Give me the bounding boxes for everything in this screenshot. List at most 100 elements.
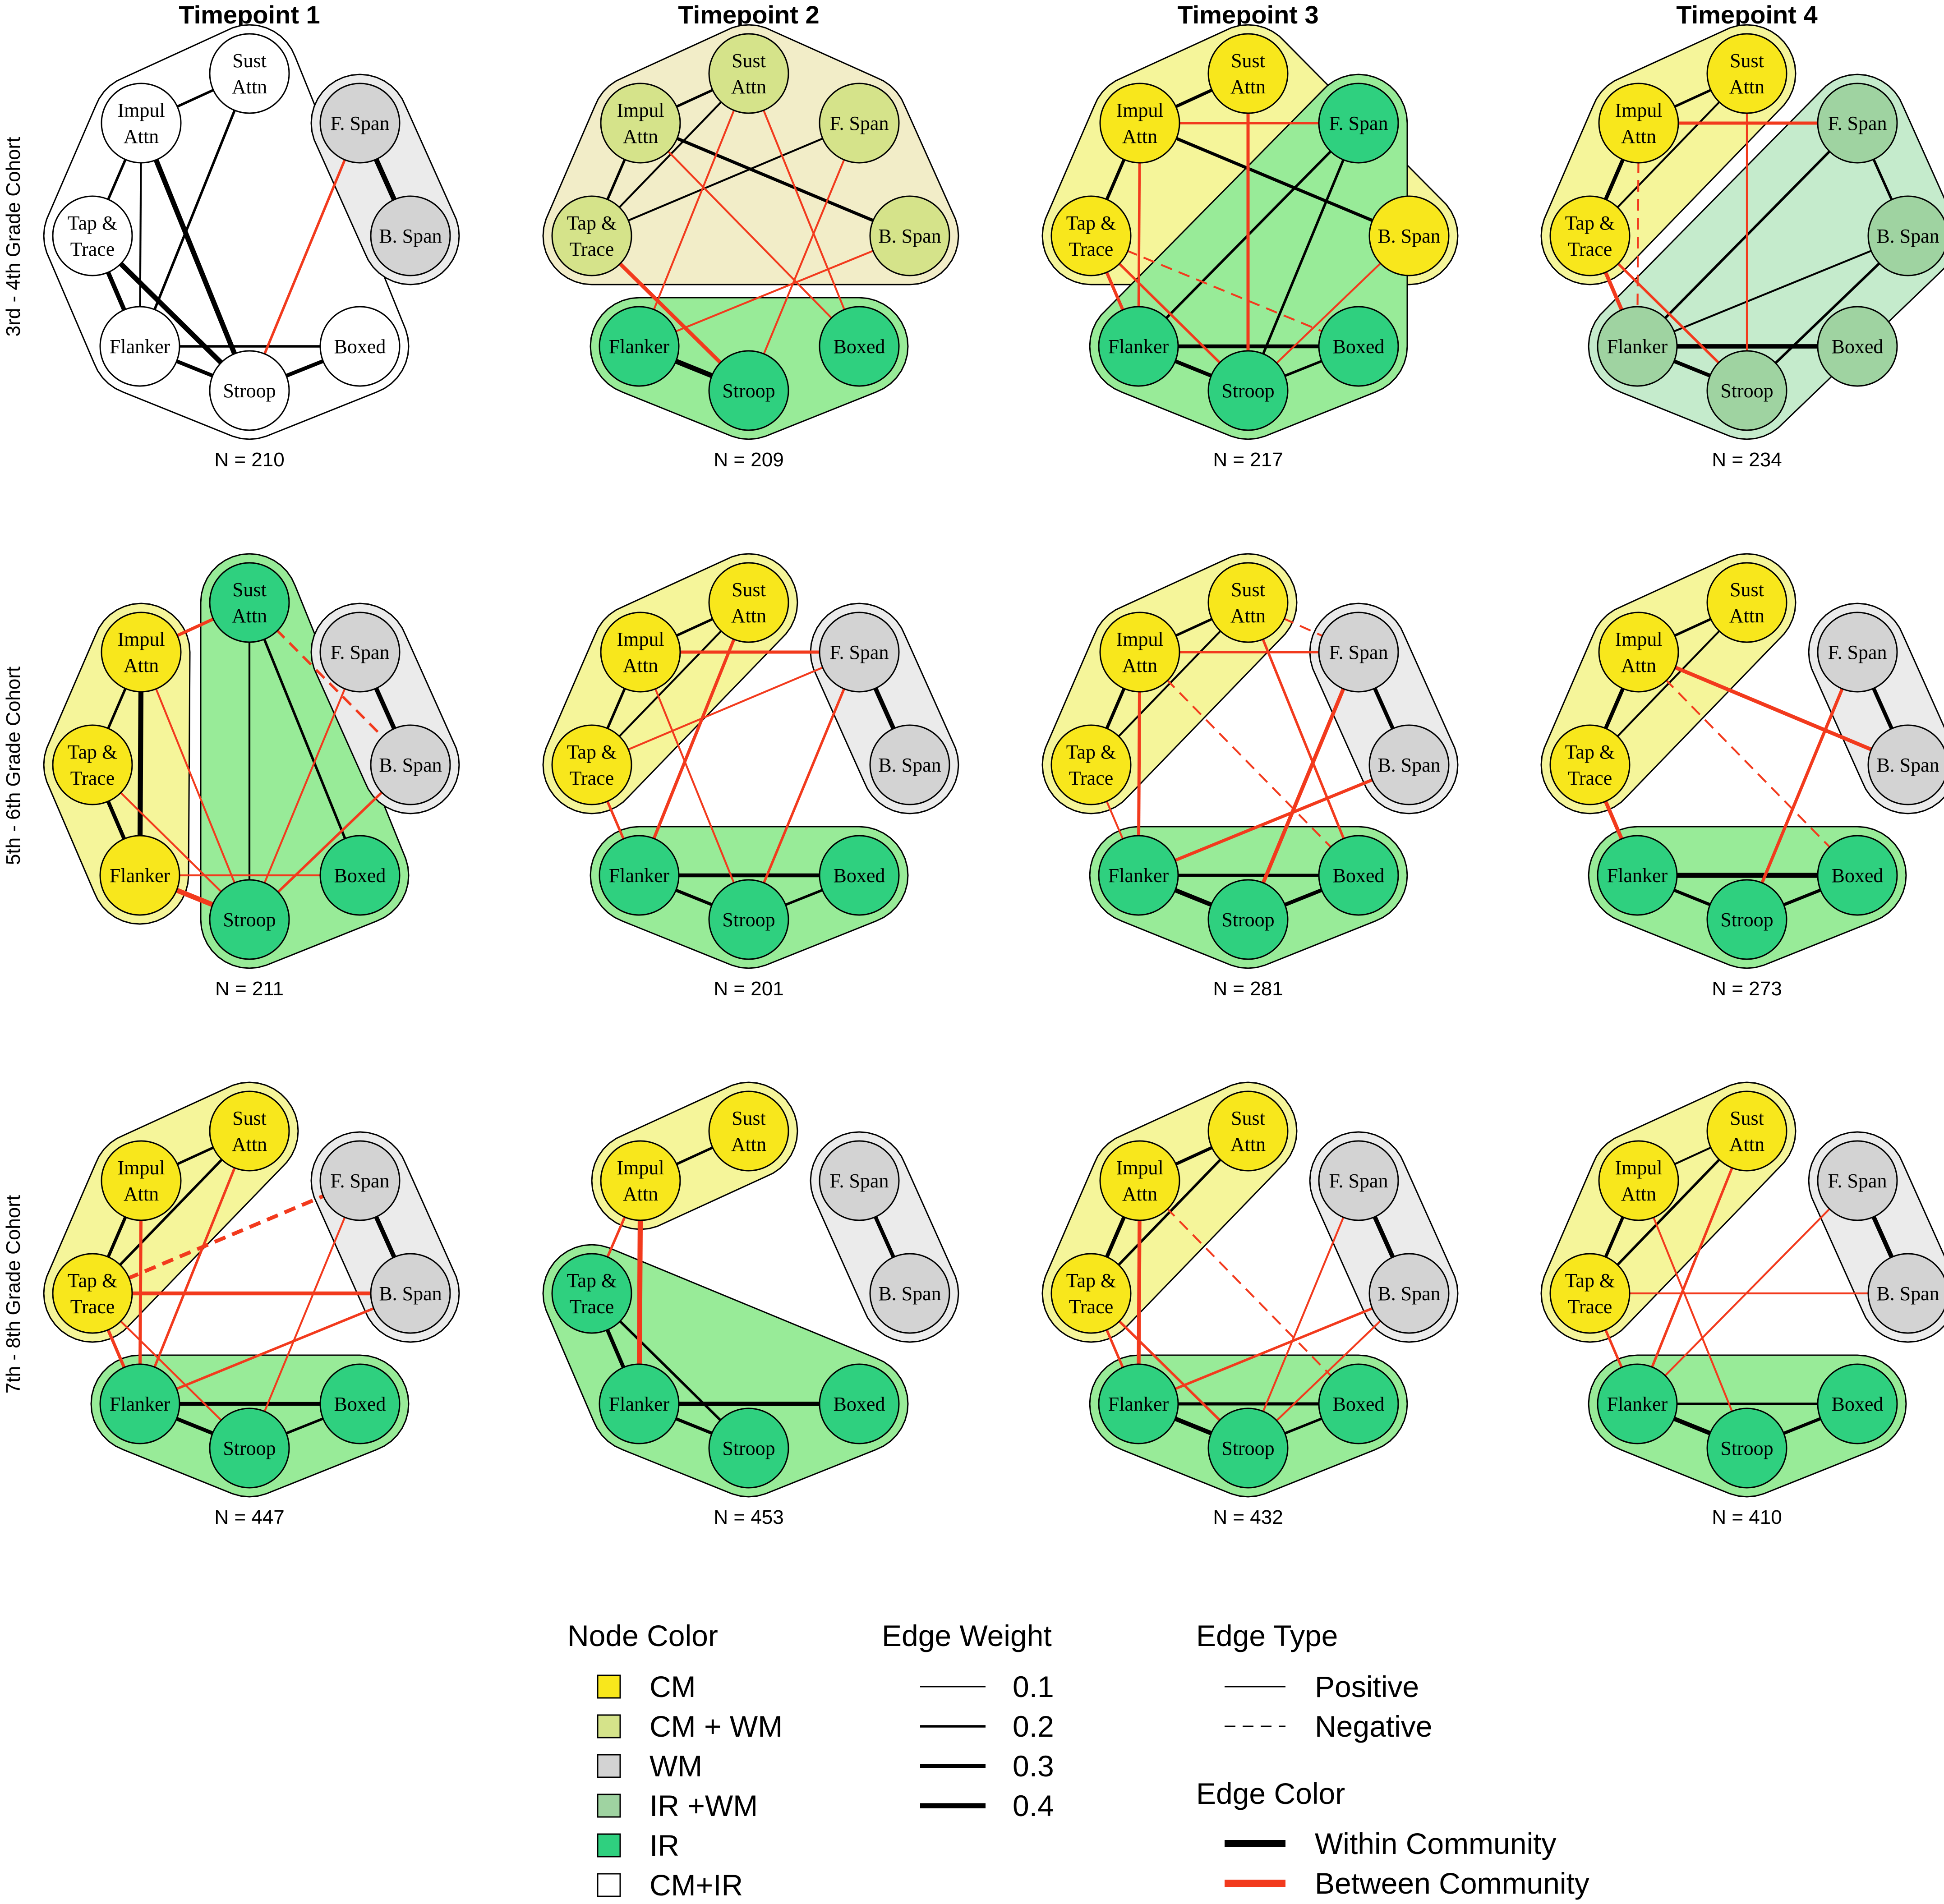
node-label: Trace: [1069, 238, 1114, 260]
node-fspan: [1318, 83, 1399, 164]
sample-size-label: N = 234: [1712, 449, 1782, 471]
node-label: Attn: [124, 1183, 159, 1205]
row-label-7th-8th: 7th - 8th Grade Cohort: [2, 1195, 24, 1394]
network-edge: [1638, 650, 1909, 767]
node-label: Flanker: [1607, 865, 1668, 887]
node-label: F. Span: [1329, 112, 1388, 134]
node-label: Boxed: [1832, 336, 1884, 358]
node-label: Attn: [124, 654, 159, 676]
node-label: F. Span: [1828, 641, 1887, 663]
node-label: Sust: [732, 1107, 766, 1129]
node-bspan: [1368, 1253, 1450, 1334]
legend-label: 0.2: [1013, 1710, 1054, 1743]
node-tap: [1050, 195, 1132, 276]
node-label: Attn: [1729, 1133, 1764, 1155]
network-edge: [1636, 1130, 1748, 1405]
node-label: Sust: [1231, 579, 1265, 601]
network-edge: [248, 122, 361, 391]
node-label: Flanker: [609, 336, 670, 358]
node-label: Stroop: [1221, 380, 1274, 402]
node-label: Stroop: [223, 380, 276, 402]
network-edge: [1638, 1180, 1748, 1449]
node-label: F. Span: [1329, 1170, 1388, 1192]
node-label: Stroop: [1221, 909, 1274, 931]
node-label: Attn: [1621, 1183, 1656, 1205]
node-label: B. Span: [379, 1283, 442, 1305]
node-bspan: [370, 724, 451, 805]
node-bspan: [1368, 724, 1450, 805]
node-label: Trace: [1069, 1296, 1114, 1318]
node-label: Attn: [731, 1133, 766, 1155]
legend-swatch: [597, 1714, 621, 1738]
node-impul: [101, 83, 182, 164]
node-flanker: [599, 306, 680, 387]
node-tap: [52, 1253, 133, 1334]
node-impul: [101, 612, 182, 693]
node-boxed: [1318, 835, 1399, 916]
legend-label: Negative: [1315, 1710, 1433, 1743]
node-sust: [209, 1090, 290, 1172]
node-fspan: [319, 83, 401, 164]
node-impul: [600, 1140, 681, 1221]
node-fspan: [819, 1140, 900, 1221]
node-label: Boxed: [1832, 865, 1884, 887]
node-label: Boxed: [334, 865, 386, 887]
node-label: Flanker: [110, 865, 170, 887]
node-label: F. Span: [830, 112, 889, 134]
network-edge: [1138, 1292, 1410, 1405]
node-label: Sust: [732, 579, 766, 601]
node-sust: [1207, 562, 1289, 643]
node-label: B. Span: [1876, 754, 1939, 776]
node-label: Attn: [623, 654, 658, 676]
node-fspan: [1318, 612, 1399, 693]
node-label: Trace: [570, 767, 614, 789]
legend-swatch: [597, 1794, 621, 1818]
network-edge: [1745, 651, 1859, 920]
node-label: B. Span: [1377, 1283, 1440, 1305]
node-label: F. Span: [830, 641, 889, 663]
node-label: Sust: [732, 50, 766, 72]
network-edge: [139, 1292, 411, 1405]
network-edge: [748, 73, 860, 347]
node-label: Attn: [623, 125, 658, 147]
node-label: Stroop: [722, 1437, 775, 1459]
node-label: B. Span: [1876, 1283, 1939, 1305]
node-label: Trace: [70, 1296, 115, 1318]
node-label: B. Span: [1377, 225, 1440, 247]
node-flanker: [1597, 1363, 1678, 1444]
network-edge: [1139, 651, 1359, 876]
legend-label: CM+IR: [650, 1868, 743, 1902]
legend-label: Within Community: [1315, 1827, 1556, 1860]
node-label: Attn: [1230, 605, 1266, 627]
node-boxed: [1318, 306, 1399, 387]
node-label: Trace: [1568, 767, 1612, 789]
node-label: F. Span: [1828, 112, 1887, 134]
node-label: F. Span: [331, 641, 390, 663]
node-boxed: [819, 835, 900, 916]
node-label: Trace: [1069, 767, 1114, 789]
network-edge: [637, 602, 751, 876]
sample-size-label: N = 447: [214, 1506, 284, 1528]
node-label: Boxed: [1333, 1393, 1385, 1415]
network-edge: [640, 122, 860, 347]
node-impul: [1598, 612, 1679, 693]
network-edge: [249, 1180, 361, 1449]
node-tap: [1050, 1253, 1132, 1334]
network-edge: [1139, 121, 1410, 238]
legend-label: WM: [650, 1749, 702, 1783]
sample-size-label: N = 281: [1213, 978, 1283, 1000]
node-label: Stroop: [1720, 909, 1773, 931]
node-label: Flanker: [1607, 336, 1668, 358]
node-bspan: [869, 1253, 950, 1334]
node-sust: [209, 33, 290, 114]
row-label-3rd-4th: 3rd - 4th Grade Cohort: [2, 137, 24, 337]
